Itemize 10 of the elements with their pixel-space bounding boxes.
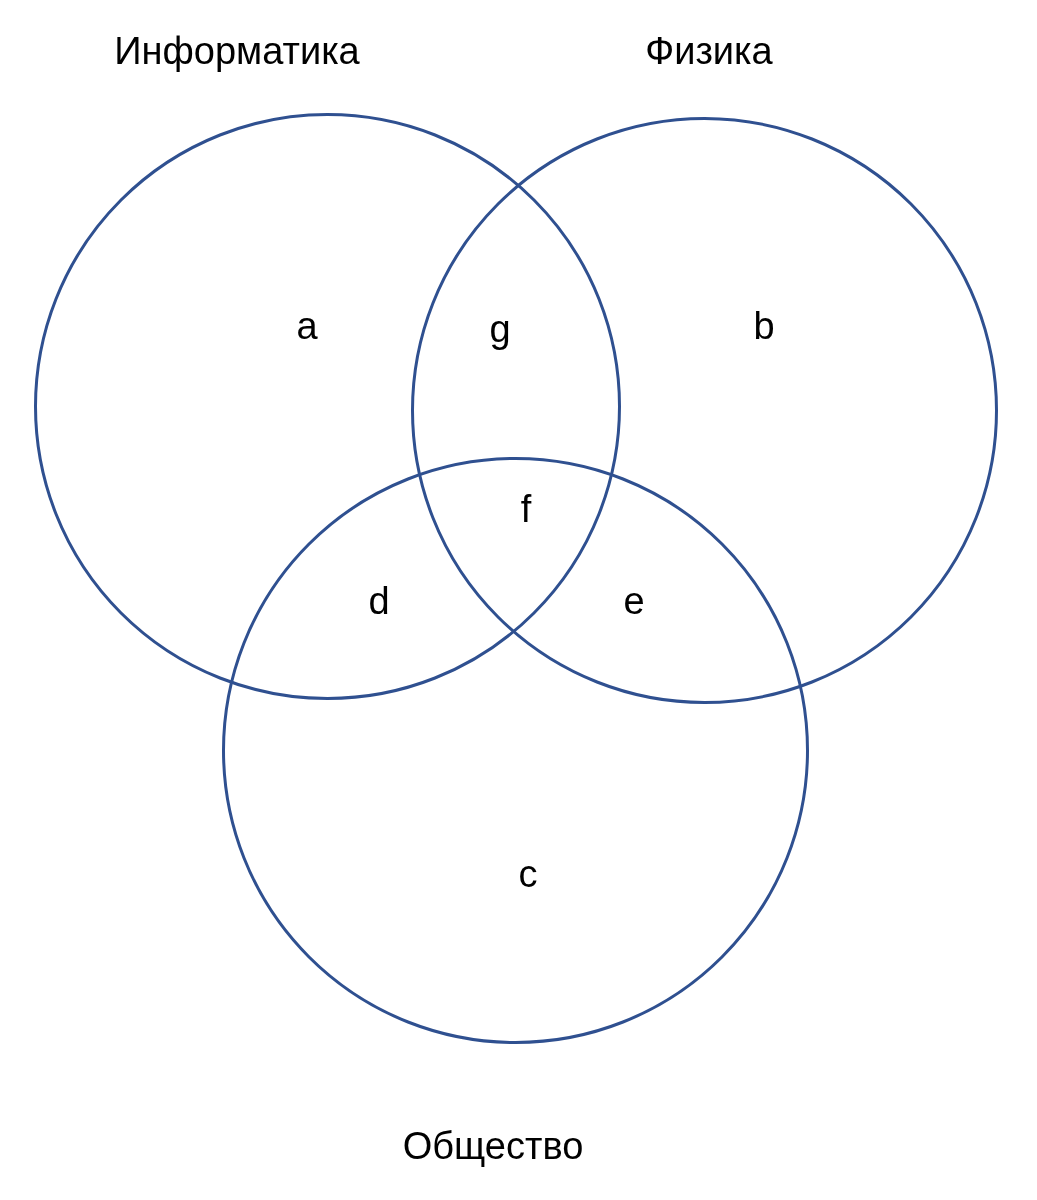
- set-label: Физика: [645, 30, 773, 74]
- region-letter: c: [518, 854, 538, 896]
- region-letter: a: [296, 306, 318, 348]
- region-letter: d: [368, 581, 390, 623]
- set-label: Общество: [402, 1125, 584, 1169]
- region-letter: g: [489, 309, 511, 351]
- set-label: Информатика: [114, 30, 360, 74]
- region-letter: b: [753, 306, 775, 348]
- region-letter: e: [623, 581, 645, 623]
- region-letter: f: [520, 489, 532, 531]
